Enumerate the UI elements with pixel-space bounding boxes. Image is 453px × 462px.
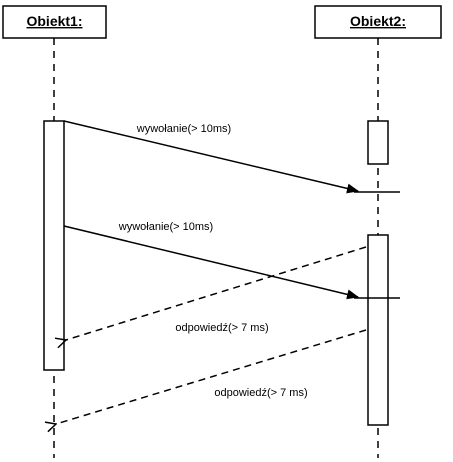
object-obiekt1: Obiekt1:	[2, 5, 107, 39]
message-call-2: wywołanie(> 10ms)	[63, 221, 400, 300]
message-label: odpowiedź(> 7 ms)	[175, 322, 268, 334]
message-arrow	[63, 225, 359, 300]
message-return-1: odpowiedź(> 7 ms)	[66, 246, 367, 340]
message-arrow	[63, 120, 359, 194]
message-label: wywołanie(> 10ms)	[136, 123, 231, 135]
message-arrow	[66, 246, 367, 340]
object-label: Obiekt2:	[350, 13, 406, 29]
activation-bar-obiekt1	[43, 120, 65, 371]
message-return-2: odpowiedź(> 7 ms)	[56, 329, 367, 424]
object-box	[314, 5, 442, 39]
object-label: Obiekt1:	[26, 13, 82, 29]
activation-bar-obiekt2-second	[367, 234, 389, 426]
object-obiekt2: Obiekt2:	[314, 5, 442, 39]
message-label: odpowiedź(> 7 ms)	[214, 387, 307, 399]
activation-bar-obiekt2-first	[367, 120, 389, 165]
message-label: wywołanie(> 10ms)	[118, 221, 213, 233]
message-call-1: wywołanie(> 10ms)	[63, 120, 400, 194]
message-arrow	[56, 329, 367, 424]
object-box	[2, 5, 107, 39]
